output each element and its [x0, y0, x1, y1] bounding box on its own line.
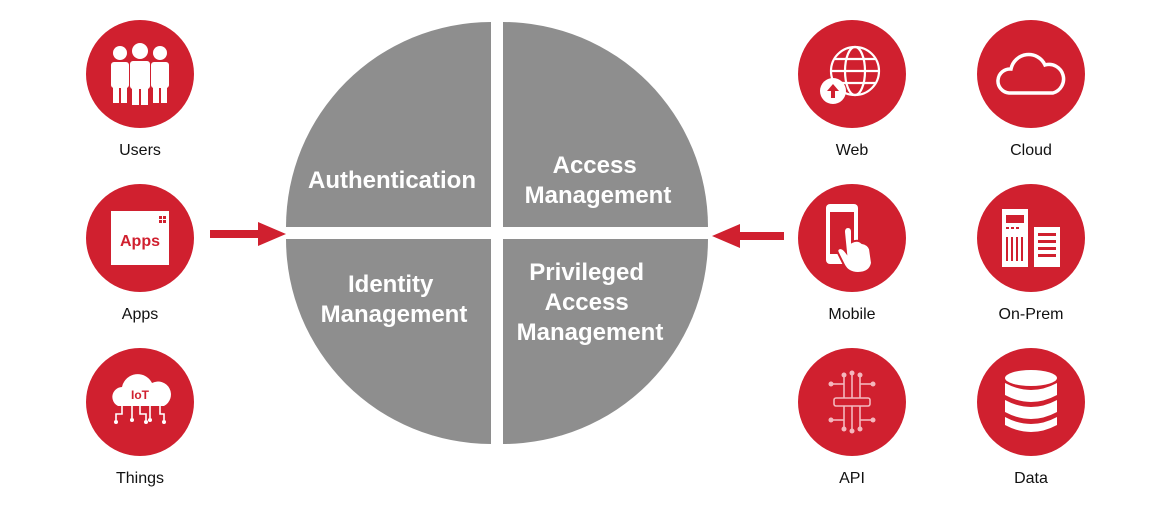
- node-web: Web: [797, 20, 907, 160]
- quadrant-identity-management: [286, 239, 491, 444]
- label-mobile: Mobile: [828, 306, 876, 323]
- cloud-icon: [977, 20, 1085, 128]
- quadrant-label-privileged-access-management: Privileged Access Management: [517, 259, 664, 346]
- iot-cloud-icon: IoT: [86, 348, 194, 456]
- circuit-chip-icon: [798, 348, 906, 456]
- node-cloud: Cloud: [976, 20, 1086, 160]
- quadrant-authentication: [286, 22, 491, 227]
- label-things: Things: [115, 470, 165, 487]
- quadrant-privileged-access-management: [503, 239, 708, 444]
- inbound-arrow-right-icon: [712, 224, 784, 248]
- node-users: Users: [85, 20, 195, 160]
- label-web: Web: [835, 142, 869, 159]
- node-things: IoT Things: [85, 348, 195, 488]
- node-api: API: [797, 348, 907, 488]
- quadrant-label-access-management: Access Management: [525, 152, 672, 209]
- quadrant-access-management: [503, 22, 708, 227]
- quadrant-label-identity-management: Identity Management: [321, 271, 468, 328]
- label-apps: Apps: [121, 306, 159, 323]
- label-cloud: Cloud: [1010, 142, 1052, 159]
- quadrant-label-authentication: Authentication: [308, 167, 476, 194]
- iot-icon-text: IoT: [131, 388, 150, 402]
- inbound-arrow-left-icon: [210, 222, 286, 246]
- node-data: Data: [976, 348, 1086, 488]
- label-data: Data: [1014, 470, 1048, 487]
- node-apps: Apps Apps: [85, 184, 195, 324]
- users-icon: [86, 20, 194, 128]
- mobile-touch-icon: [798, 184, 906, 292]
- globe-upload-icon: [798, 20, 906, 128]
- database-icon: [977, 348, 1085, 456]
- label-api: API: [839, 470, 865, 487]
- apps-icon: Apps: [86, 184, 194, 292]
- label-on-prem: On-Prem: [998, 306, 1064, 323]
- iam-quadrant-diagram: Authentication Access Management Identit…: [286, 22, 708, 444]
- server-icon: [977, 184, 1085, 292]
- label-users: Users: [119, 142, 161, 159]
- apps-icon-text: Apps: [120, 233, 160, 250]
- node-on-prem: On-Prem: [976, 184, 1086, 324]
- node-mobile: Mobile: [797, 184, 907, 324]
